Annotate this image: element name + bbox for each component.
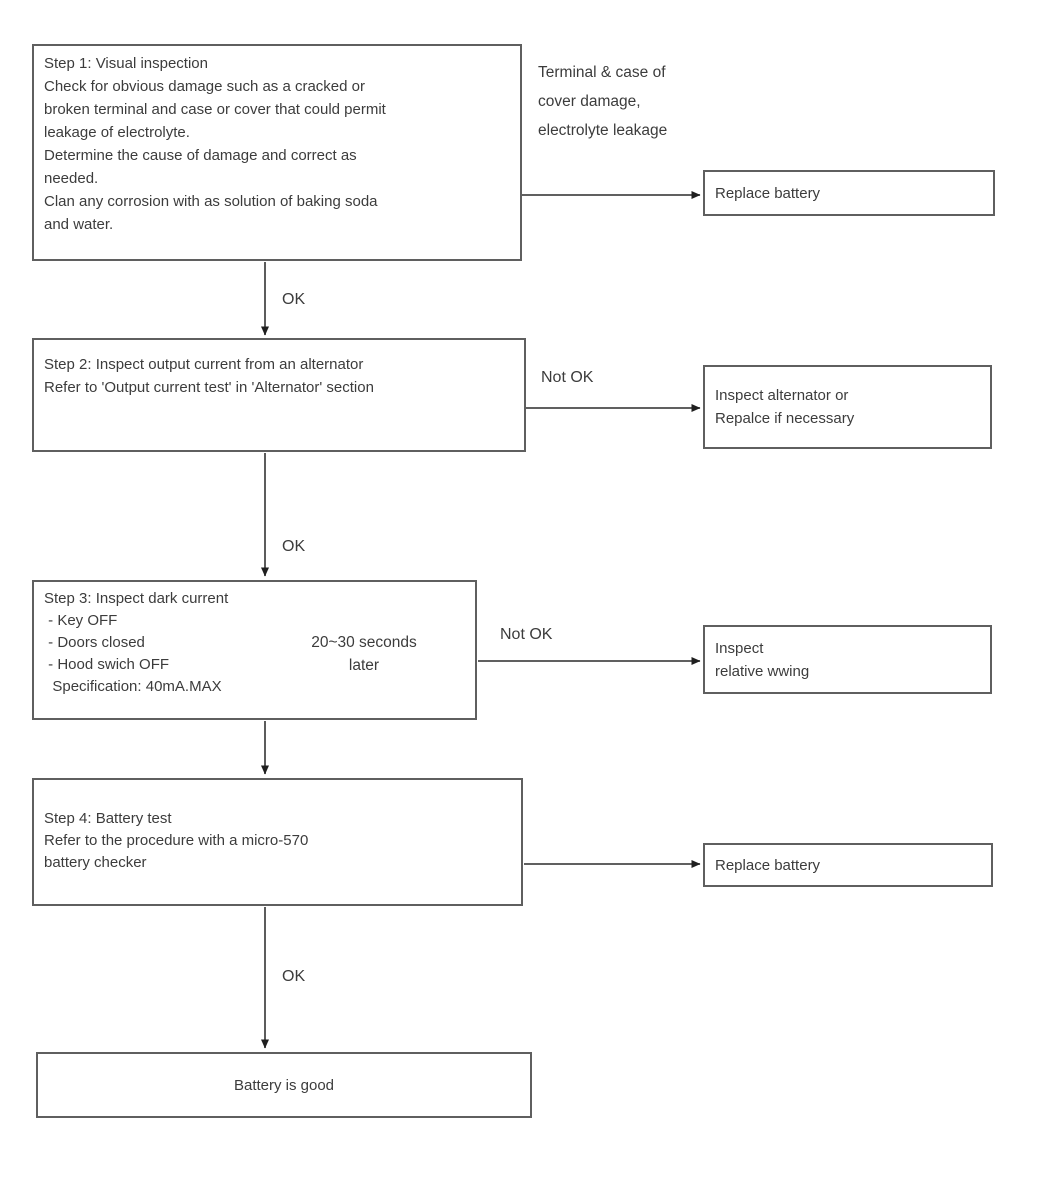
not-ok-label-step3: Not OK [500, 626, 553, 643]
inspect-alternator-text: Inspect alternator or Repalce if necessa… [715, 387, 855, 427]
flow-box-replace-battery-top: Replace battery [703, 170, 995, 216]
timing-note-label: 20~30 seconds later [311, 634, 417, 674]
ok-label-step1: OK [282, 291, 306, 308]
step2-text: Step 2: Inspect output current from an a… [44, 356, 374, 396]
inspect-wiring-text: Inspect relative wwing [715, 639, 810, 680]
flow-box-inspect-alternator: Inspect alternator or Repalce if necessa… [703, 365, 992, 449]
ok-label-step4: OK [282, 968, 306, 985]
replace-battery-top-text: Replace battery [715, 184, 821, 202]
step4-text: Step 4: Battery test Refer to the proced… [44, 810, 309, 871]
ok-label-step2: OK [282, 538, 306, 555]
step3-text: Step 3: Inspect dark current - Key OFF -… [44, 590, 229, 695]
step1-fail-condition-label: Terminal & case of cover damage, electro… [538, 64, 668, 139]
flow-box-battery-good: Battery is good [36, 1052, 532, 1118]
flow-box-step2-output-current: Step 2: Inspect output current from an a… [32, 338, 526, 452]
flow-box-step3-dark-current: Step 3: Inspect dark current - Key OFF -… [32, 580, 477, 720]
step1-text: Step 1: Visual inspection Check for obvi… [44, 55, 386, 233]
replace-battery-bottom-text: Replace battery [715, 856, 821, 874]
battery-good-text: Battery is good [233, 1076, 335, 1094]
not-ok-label-step2: Not OK [541, 369, 594, 386]
flow-box-step1-visual-inspection: Step 1: Visual inspection Check for obvi… [32, 44, 522, 261]
flow-box-inspect-wiring: Inspect relative wwing [703, 625, 992, 694]
flow-box-step4-battery-test: Step 4: Battery test Refer to the proced… [32, 778, 523, 906]
flow-box-replace-battery-bottom: Replace battery [703, 843, 993, 887]
